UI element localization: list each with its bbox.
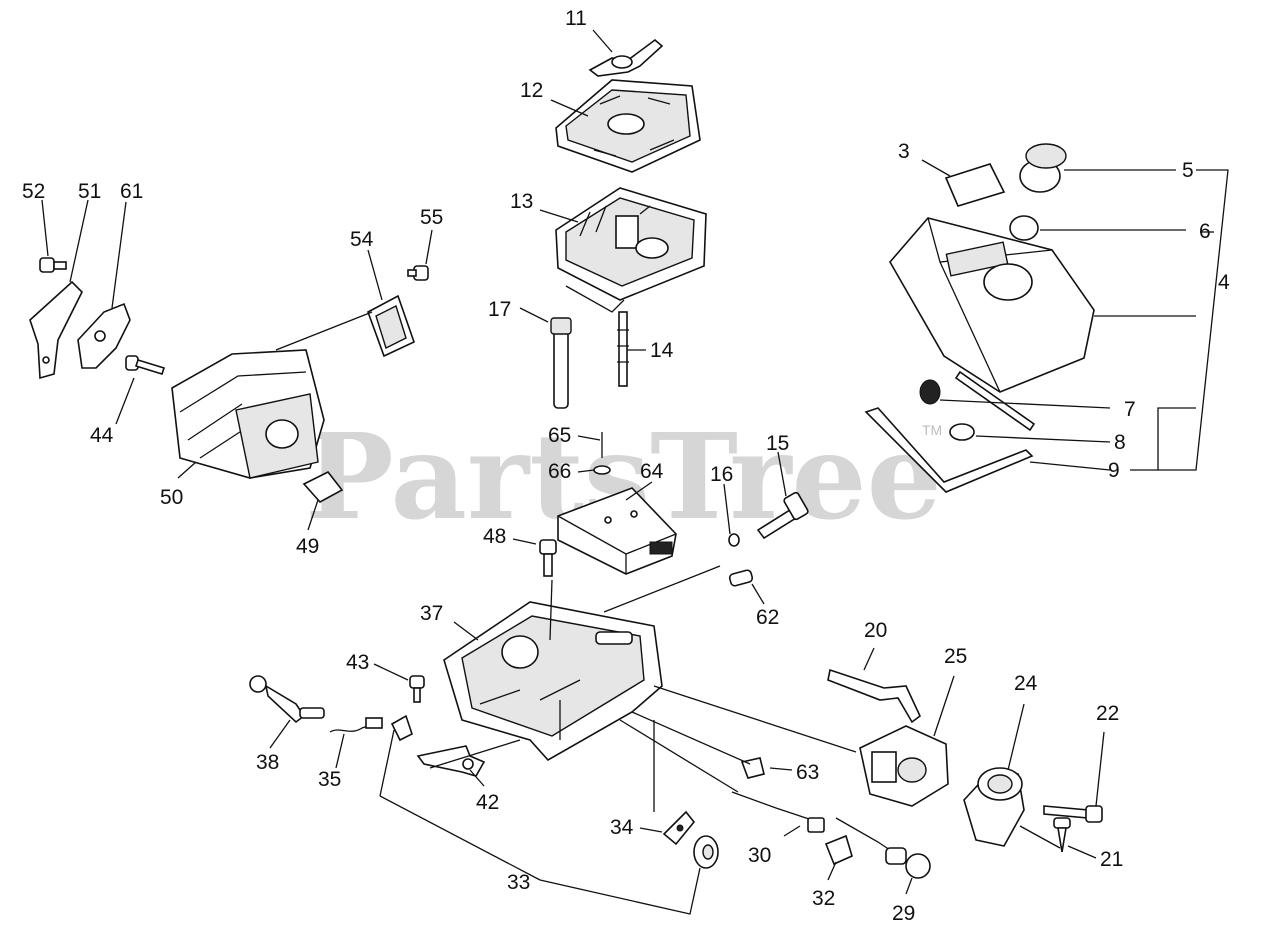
part-3-label — [944, 163, 1006, 207]
callout-43: 43 — [346, 651, 369, 674]
callout-16: 16 — [710, 463, 733, 486]
part-16-o-ring — [728, 533, 740, 547]
callout-65: 65 — [548, 424, 571, 447]
callout-30: 30 — [748, 844, 771, 867]
part-43-screw — [409, 675, 425, 703]
callout-17: 17 — [488, 298, 511, 321]
callout-54: 54 — [350, 228, 374, 251]
part-25-carburetor — [859, 725, 949, 807]
part-6-o-ring — [1009, 215, 1039, 241]
part-63-clip — [740, 757, 765, 779]
callout-49: 49 — [296, 535, 319, 558]
part-20-fuel-line — [827, 668, 921, 724]
part-52-bolt — [39, 257, 67, 273]
callout-22: 22 — [1096, 702, 1119, 725]
part-66-washer — [593, 465, 611, 475]
callout-14: 14 — [650, 339, 674, 362]
callout-15: 15 — [766, 432, 789, 455]
callout-13: 13 — [510, 190, 533, 213]
part-8-o-ring — [949, 423, 975, 441]
callout-29: 29 — [892, 902, 915, 925]
callout-34: 34 — [610, 816, 634, 839]
part-55-screw — [407, 265, 429, 281]
part-62-sleeve — [728, 569, 754, 587]
part-50-muffler — [171, 349, 325, 479]
part-14-stud — [617, 311, 629, 387]
callout-12: 12 — [520, 79, 543, 102]
part-11-wing-nut — [588, 38, 664, 77]
watermark-trademark: TM — [922, 422, 942, 438]
callout-20: 20 — [864, 619, 887, 642]
part-33-grommet — [693, 835, 719, 869]
callout-33: 33 — [507, 871, 530, 894]
part-32-block — [824, 834, 853, 866]
callout-21: 21 — [1100, 848, 1123, 871]
part-15-screw — [756, 491, 809, 540]
part-64-block — [557, 487, 677, 575]
callout-52: 52 — [22, 180, 45, 203]
part-9-gasket — [864, 370, 1036, 493]
part-61-plate — [77, 302, 131, 369]
part-4-tank-cover — [889, 217, 1095, 393]
part-5-fuel-cap — [1019, 143, 1067, 193]
part-7-button — [919, 379, 941, 405]
callout-11: 11 — [565, 7, 587, 30]
callout-9: 9 — [1108, 459, 1120, 482]
callout-44: 44 — [90, 424, 114, 447]
part-12-air-filter-cover — [555, 79, 701, 173]
part-34-plate — [662, 810, 696, 846]
callout-8: 8 — [1114, 431, 1126, 454]
callout-4: 4 — [1218, 271, 1230, 294]
part-49-gasket — [302, 470, 344, 504]
callout-6: 6 — [1199, 220, 1211, 243]
callout-62: 62 — [756, 606, 779, 629]
callout-35: 35 — [318, 768, 341, 791]
callout-61: 61 — [120, 180, 143, 203]
callout-32: 32 — [812, 887, 835, 910]
callout-64: 64 — [640, 460, 664, 483]
leader-lines — [41, 29, 1229, 915]
part-38-switch — [249, 675, 325, 724]
part-35-wire — [329, 717, 383, 733]
callout-50: 50 — [160, 486, 183, 509]
part-24-intake — [963, 767, 1025, 847]
part-44-bolt — [125, 355, 166, 375]
part-21-screw — [1053, 817, 1071, 853]
part-17-tube — [550, 317, 572, 409]
callout-63: 63 — [796, 761, 819, 784]
callout-25: 25 — [944, 645, 967, 668]
callout-7: 7 — [1124, 398, 1136, 421]
callout-55: 55 — [420, 206, 443, 229]
callout-5: 5 — [1182, 159, 1194, 182]
callout-24: 24 — [1014, 672, 1038, 695]
part-30-rod — [731, 791, 825, 833]
callout-38: 38 — [256, 751, 279, 774]
part-48-bolt — [539, 539, 557, 577]
part-connector — [390, 714, 413, 742]
callout-3: 3 — [898, 140, 910, 163]
callout-labels: 11 12 13 17 14 65 66 64 15 16 48 62 3 5 … — [22, 7, 1230, 925]
part-13-air-filter-housing — [555, 187, 707, 313]
part-37-chassis — [443, 601, 663, 762]
part-22-screw — [1043, 805, 1103, 823]
part-54-gasket — [367, 294, 415, 358]
callout-51: 51 — [78, 180, 101, 203]
part-51-bracket — [29, 280, 83, 380]
callout-66: 66 — [548, 460, 571, 483]
callout-42: 42 — [476, 791, 499, 814]
callout-37: 37 — [420, 602, 443, 625]
part-29-choke-knob — [835, 817, 931, 879]
callout-48: 48 — [483, 525, 506, 548]
